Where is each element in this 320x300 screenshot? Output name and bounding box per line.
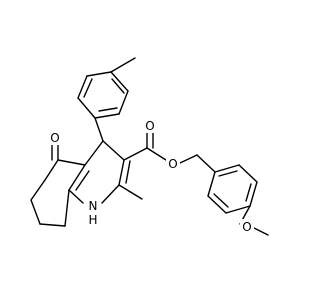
bond (225, 205, 251, 214)
bond (94, 117, 104, 142)
bond (146, 147, 167, 161)
bonds (30, 57, 269, 236)
bond (84, 140, 104, 166)
nitrogen-hydrogen-label: H (88, 213, 97, 227)
bond (83, 78, 93, 98)
ring-nitrogen-label: N (89, 199, 98, 213)
bond (207, 171, 216, 197)
bond (75, 170, 90, 191)
bond (118, 184, 143, 200)
bond (102, 140, 125, 161)
ester-link-oxygen-label: O (168, 157, 177, 171)
molecule-canvas: O O O O N H (30, 57, 269, 236)
bond (110, 57, 136, 73)
bond (213, 193, 229, 208)
ester-carbonyl-oxygen-label: O (145, 119, 154, 133)
bond (207, 195, 227, 214)
bond (245, 183, 252, 202)
atom-labels: O O O O N H (48, 118, 254, 234)
bond (179, 154, 198, 164)
methoxy-oxygen-label: O (242, 220, 251, 234)
bond (253, 227, 269, 236)
structure-drawing: O O O O N H (30, 57, 269, 236)
ketone-oxygen-label: O (50, 131, 59, 145)
bond (238, 164, 258, 183)
bond (111, 78, 125, 94)
bond (118, 159, 125, 186)
bond (86, 71, 112, 77)
bond (68, 189, 84, 204)
bond (30, 199, 41, 225)
bond (249, 181, 258, 207)
bond (123, 147, 148, 161)
bond (64, 189, 70, 227)
bond (101, 184, 120, 204)
bond (214, 164, 240, 173)
bond (44, 159, 59, 181)
bond (77, 97, 96, 119)
bond (125, 160, 131, 184)
bond (196, 154, 216, 173)
bond (94, 113, 120, 119)
bond (68, 164, 86, 191)
bond (218, 170, 238, 177)
bond (110, 71, 129, 92)
bond (98, 107, 118, 112)
bond (118, 90, 129, 115)
bond (39, 223, 66, 227)
bond (30, 179, 46, 201)
bond (77, 75, 88, 99)
bond (57, 159, 86, 166)
